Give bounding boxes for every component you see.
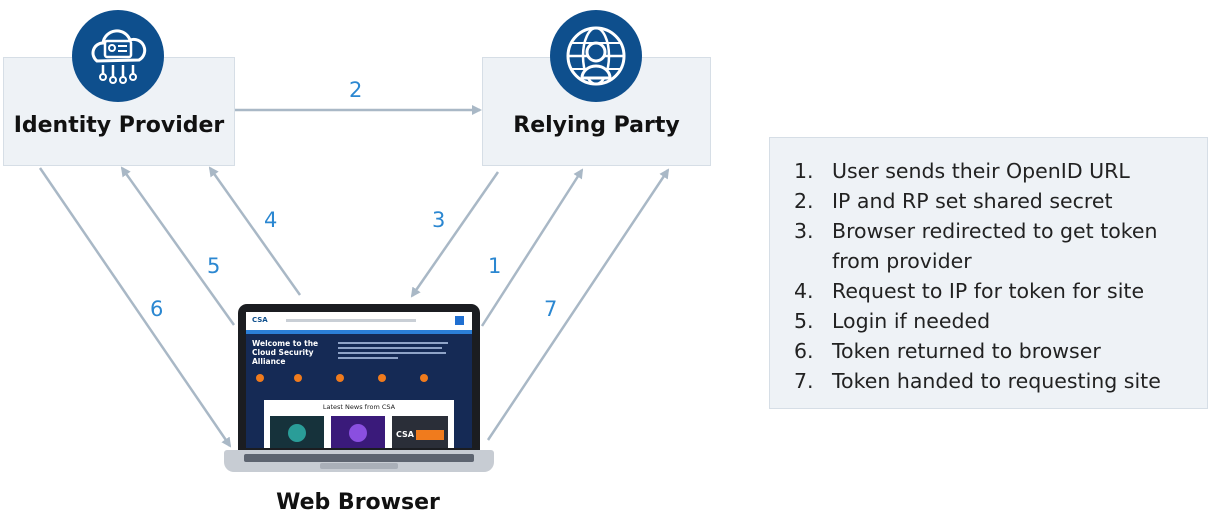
arrow-label-1: 1 [488,254,502,278]
step-item: 1.User sends their OpenID URL [794,159,1130,183]
thumb-logo: CSA [396,430,414,439]
web-browser-label: Web Browser [276,490,440,515]
hero-title-2: Cloud Security [252,348,314,357]
news-thumb-2 [331,416,385,448]
csa-logo: CSA [252,316,268,324]
laptop: CSA Welcome to the Cloud Security Allian… [224,304,494,480]
laptop-base [224,450,494,472]
identity-cloud-icon [72,10,164,102]
arrow-label-7: 7 [544,297,558,321]
arrow-7 [486,168,670,441]
arrow-3 [410,171,500,298]
hero-title-1: Welcome to the [252,339,319,348]
step-item: 4.Request to IP for token for site [794,279,1145,303]
news-thumb-1 [270,416,324,448]
globe-user-icon [550,10,642,102]
arrow-label-3: 3 [432,208,446,232]
step-item: 7.Token handed to requesting site [794,369,1161,393]
arrow-1 [480,168,584,327]
news-heading: Latest News from CSA [322,403,396,411]
arrow-label-5: 5 [207,254,221,278]
arrow-6 [38,167,232,448]
steps-list: 1.User sends their OpenID URL 2.IP and R… [770,138,1207,396]
step-item: 5.Login if needed [794,309,991,333]
identity-provider-label: Identity Provider [13,113,225,138]
hero-title-3: Alliance [252,357,286,366]
laptop-screen: CSA Welcome to the Cloud Security Allian… [246,312,472,448]
relying-party-label: Relying Party [513,113,680,138]
step-item: 2.IP and RP set shared secret [794,189,1113,213]
step-item: 6.Token returned to browser [794,339,1101,363]
arrow-label-2: 2 [349,78,363,102]
arrow-label-6: 6 [150,297,164,321]
arrow-label-4: 4 [264,208,278,232]
news-thumb-3: CSA [392,416,448,448]
arrow-5 [120,166,236,326]
arrow-4 [208,166,302,296]
steps-panel: 1.User sends their OpenID URL 2.IP and R… [769,137,1208,409]
